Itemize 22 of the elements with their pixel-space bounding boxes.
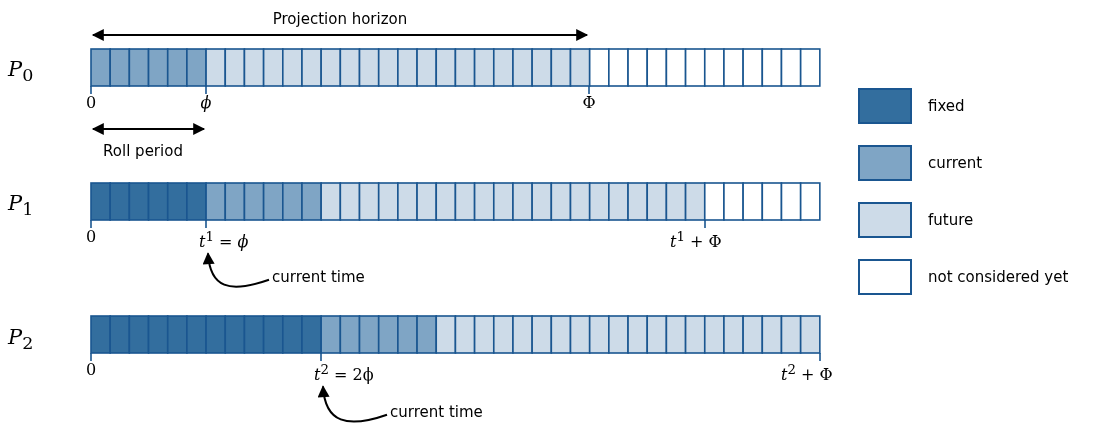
tick-label: 0 bbox=[85, 94, 97, 112]
legend-label: future bbox=[928, 211, 974, 229]
row-label: P$_{0}$ bbox=[8, 60, 34, 85]
leader-arrow bbox=[318, 385, 388, 423]
tick-label: ϕ bbox=[200, 94, 212, 112]
tick-label: t$^{1}$ + Φ bbox=[670, 228, 722, 252]
tick-label: Φ bbox=[582, 94, 596, 112]
dimension-label: Projection horizon bbox=[272, 10, 408, 28]
dimension-label: Roll period bbox=[103, 142, 183, 160]
tick-label: t$^{1}$ = ϕ bbox=[199, 228, 249, 252]
legend-label: current bbox=[928, 154, 983, 172]
row-label: P$_{1}$ bbox=[8, 194, 34, 219]
annotation-text: current time bbox=[272, 268, 365, 286]
tick-label: t$^{2}$ + Φ bbox=[781, 361, 833, 385]
tick-label: 0 bbox=[85, 361, 97, 379]
leader-arrow bbox=[203, 252, 270, 288]
annotation-text: current time bbox=[390, 403, 483, 421]
tick-label: t$^{2}$ = 2ϕ bbox=[314, 361, 374, 385]
row-label: P$_{2}$ bbox=[8, 328, 34, 353]
legend-label: not considered yet bbox=[928, 268, 1069, 286]
tick-label: 0 bbox=[85, 228, 97, 246]
legend-label: fixed bbox=[928, 97, 965, 115]
